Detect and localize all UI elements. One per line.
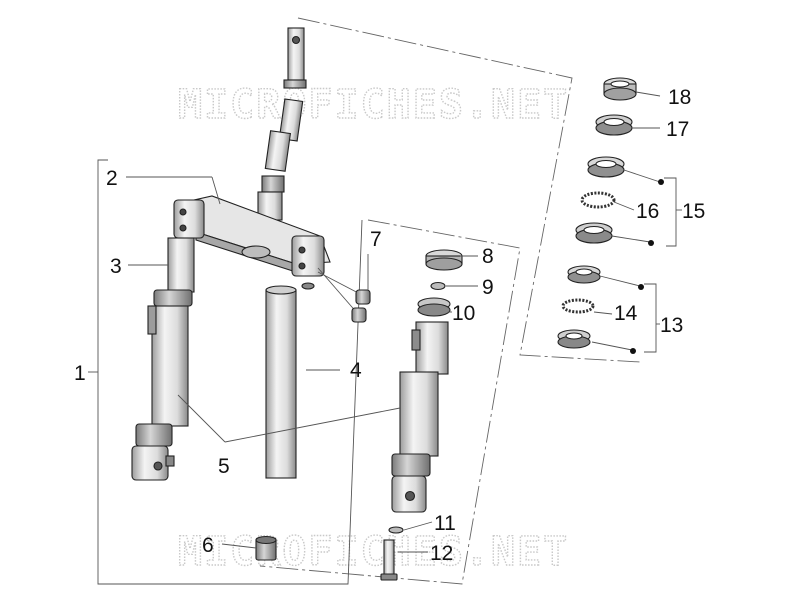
lower-cup-bottom	[557, 329, 591, 349]
bracket-1	[97, 159, 363, 585]
upper-cup-top	[587, 156, 625, 178]
callout-4: 4	[350, 359, 362, 382]
callout-1: 1	[74, 362, 86, 385]
lower-ball-race	[561, 298, 595, 314]
callout-5: 5	[218, 455, 230, 478]
lock-nut	[603, 77, 637, 101]
drain-washer	[388, 526, 404, 534]
triple-clamp	[173, 195, 331, 277]
seal-ring	[417, 297, 451, 317]
upper-cup-bottom	[575, 222, 613, 244]
callout-17: 17	[666, 118, 689, 141]
callout-2: 2	[106, 167, 118, 190]
steering-axis-outline	[297, 17, 641, 363]
callout-8: 8	[482, 245, 494, 268]
callout-10: 10	[452, 302, 475, 325]
bushing	[255, 535, 277, 561]
inner-tube	[265, 282, 315, 479]
damper-cap	[425, 249, 463, 271]
drain-bolt	[380, 539, 398, 581]
leg-assembly-outline	[259, 219, 521, 585]
callout-14: 14	[614, 302, 638, 325]
upper-ball-race	[580, 191, 616, 209]
leader-lines	[126, 91, 682, 553]
callout-18: 18	[668, 86, 691, 109]
callout-6: 6	[202, 534, 214, 557]
callout-9: 9	[482, 276, 494, 299]
bullet-dots	[630, 179, 664, 354]
callout-16: 16	[636, 200, 659, 223]
clamp-bolts	[317, 267, 371, 323]
watermark-top: MICROFICHES.NET	[178, 82, 569, 128]
callout-3: 3	[110, 255, 122, 278]
callout-11: 11	[434, 512, 456, 535]
callout-12: 12	[430, 542, 453, 565]
watermark-bottom: MICROFICHES.NET	[178, 529, 569, 575]
adjusting-ring	[595, 114, 633, 136]
callout-13: 13	[660, 314, 683, 337]
callout-7: 7	[370, 228, 382, 251]
small-washer	[430, 281, 446, 291]
steering-stem	[257, 27, 307, 221]
callout-15: 15	[682, 200, 705, 223]
lower-cup-top	[567, 265, 601, 284]
fork-right-leg	[391, 321, 449, 513]
fork-left-leg	[131, 237, 195, 481]
